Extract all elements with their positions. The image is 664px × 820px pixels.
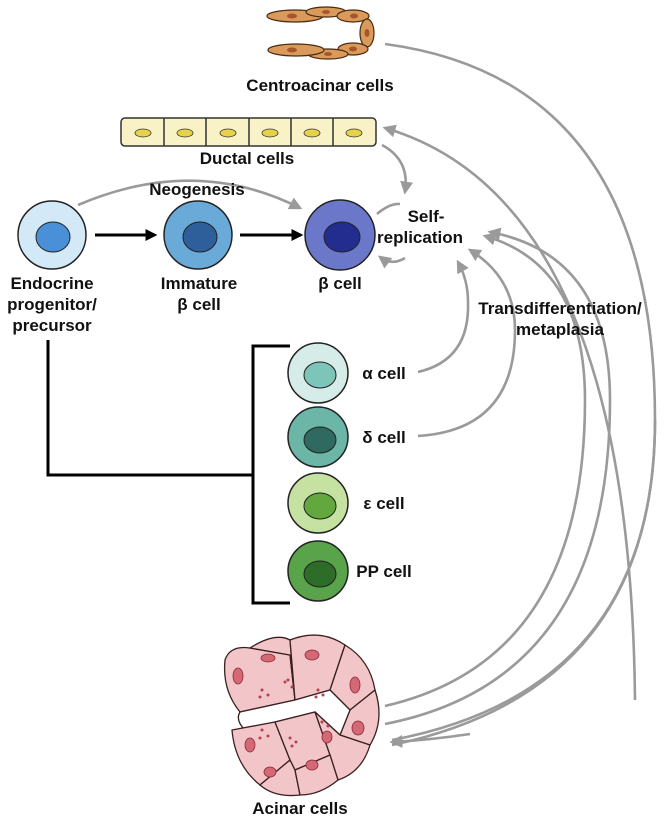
centroacinar-cells-illustration bbox=[266, 6, 375, 60]
endocrine-label-3: precursor bbox=[12, 316, 92, 335]
transdifferentiation-label-1: Transdifferentiation/ bbox=[478, 299, 642, 318]
ductal-to-beta-arrow bbox=[381, 143, 414, 195]
endocrine-label-1: Endocrine bbox=[10, 274, 93, 293]
epsilon-cell bbox=[287, 472, 349, 534]
pp-cell bbox=[287, 540, 349, 602]
ductal-label: Ductal cells bbox=[200, 149, 295, 168]
alpha-cell bbox=[287, 342, 349, 404]
self-replication-arrow-top bbox=[376, 202, 401, 215]
delta-to-beta-arrow bbox=[417, 248, 517, 438]
acinar-cells-illustration bbox=[223, 634, 380, 797]
acinar-to-beta-arrow-1 bbox=[384, 232, 587, 708]
self-replication-label-2: replication bbox=[377, 228, 463, 247]
centroacinar-label: Centroacinar cells bbox=[246, 76, 393, 95]
delta-label: δ cell bbox=[362, 428, 405, 447]
neogenesis-arrow bbox=[77, 179, 303, 210]
delta-cell bbox=[287, 406, 349, 468]
beta-cell bbox=[304, 199, 376, 271]
neogenesis-label: Neogenesis bbox=[149, 180, 244, 199]
alpha-label: α cell bbox=[362, 364, 406, 383]
transdifferentiation-label-2: metaplasia bbox=[516, 320, 604, 339]
ductal-cells-illustration bbox=[120, 117, 377, 147]
self-replication-label-1: Self- bbox=[408, 207, 445, 226]
beta-label: β cell bbox=[318, 274, 361, 293]
immature-label-1: Immature bbox=[161, 274, 238, 293]
self-replication-arrow-bottom bbox=[377, 255, 406, 269]
centroacinar-bypass bbox=[384, 42, 657, 747]
alpha-to-beta-arrow bbox=[417, 259, 470, 374]
endocrine-label-2: progenitor/ bbox=[7, 295, 97, 314]
pp-label: PP cell bbox=[356, 562, 411, 581]
acinar-arrow-3 bbox=[391, 419, 657, 742]
acinar-label: Acinar cells bbox=[252, 799, 347, 818]
immature-label-2: β cell bbox=[177, 295, 220, 314]
acinar-to-beta-arrow-2 bbox=[384, 227, 612, 726]
lineage-bracket bbox=[46, 340, 290, 605]
epsilon-label: ε cell bbox=[363, 494, 404, 513]
centroacinar-to-acinar-arrow bbox=[389, 732, 471, 748]
endocrine-progenitor-cell bbox=[17, 200, 87, 270]
immature-beta-cell bbox=[163, 200, 233, 270]
